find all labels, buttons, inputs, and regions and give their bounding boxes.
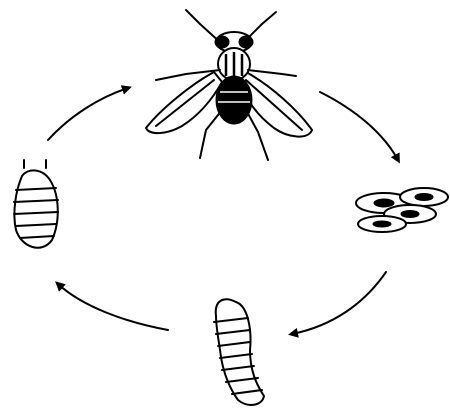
arrow-eggs-to-larva — [292, 272, 386, 334]
eggs-icon — [356, 188, 448, 232]
arrow-adult-to-eggs — [320, 92, 398, 160]
adult-fly-icon — [146, 10, 312, 160]
larva-icon — [214, 299, 264, 405]
arrow-larva-to-pupa — [58, 284, 168, 330]
pupa-icon — [14, 160, 58, 248]
arrow-pupa-to-adult — [48, 88, 128, 140]
